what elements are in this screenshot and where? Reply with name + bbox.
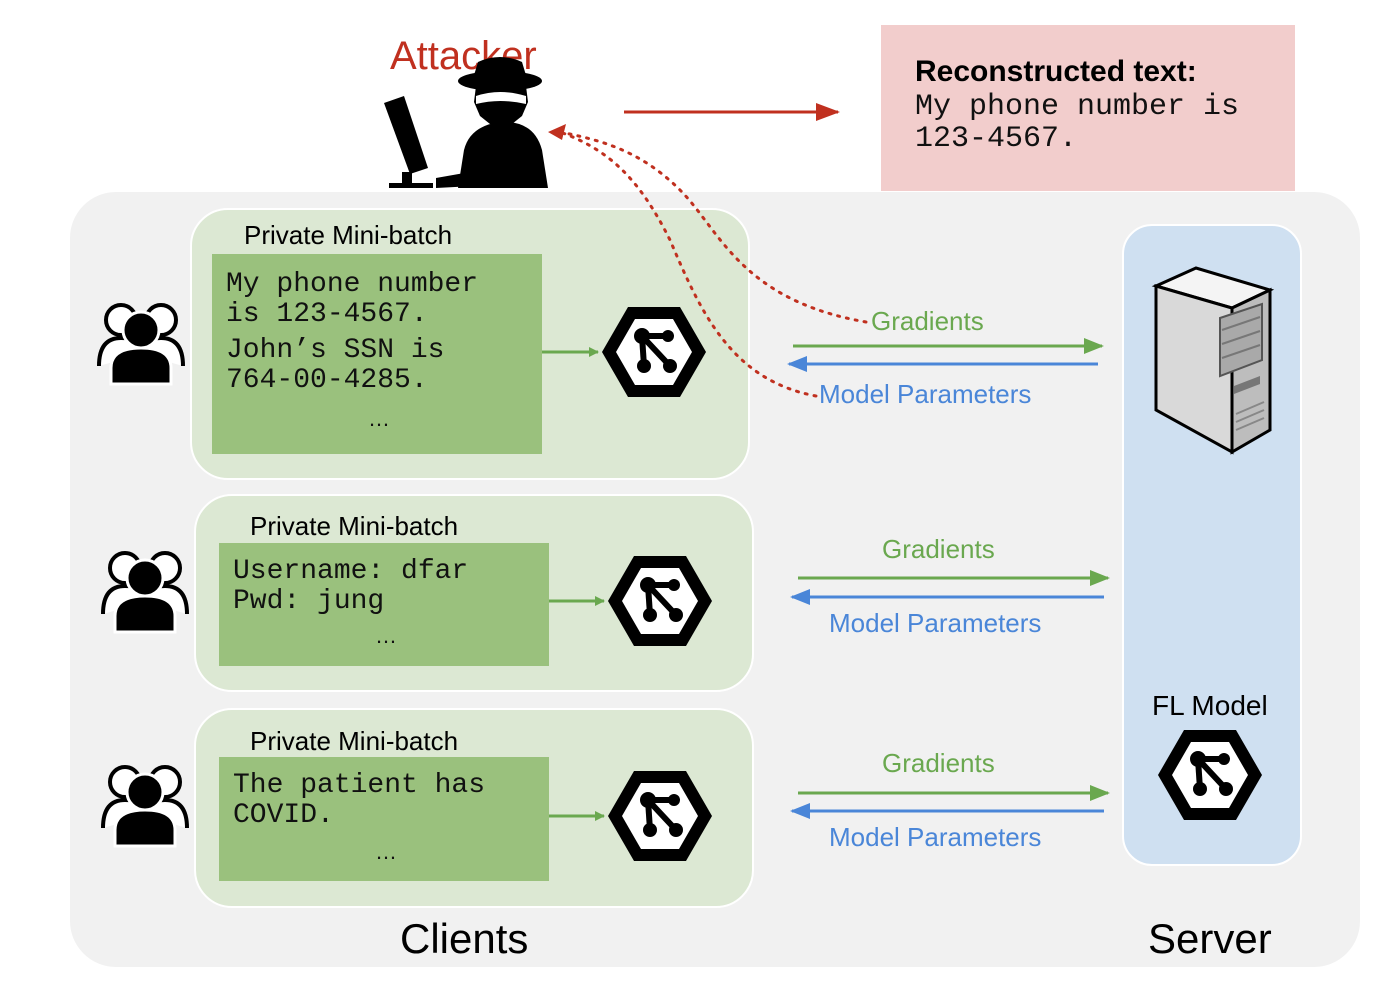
eavesdrop-lines xyxy=(558,130,868,398)
reconstructed-text: My phone number is 123-4567. xyxy=(915,91,1239,155)
server-label: Server xyxy=(1148,915,1272,962)
reconstructed-title: Reconstructed text: xyxy=(915,55,1197,88)
neural-model-icon xyxy=(608,771,712,861)
user-group-icon xyxy=(97,303,185,386)
private-mini-batch: Username: dfar Pwd: jung … xyxy=(219,543,549,666)
batch-text: Username: dfar Pwd: jung xyxy=(233,557,468,617)
fl-model-icon xyxy=(1158,730,1262,820)
neural-model-icon xyxy=(602,307,706,397)
batch-line: COVID. xyxy=(233,800,334,831)
gradients-label: Gradients xyxy=(882,534,995,564)
reconstructed-line: 123-4567. xyxy=(915,122,1078,156)
gradients-label: Gradients xyxy=(871,306,984,336)
hacker-icon xyxy=(384,57,548,188)
user-group-icon xyxy=(101,765,189,848)
gradients-label: Gradients xyxy=(882,748,995,778)
batch-line: Pwd: jung xyxy=(233,586,385,617)
batch-line: Username: dfar xyxy=(233,556,469,587)
user-group-icon xyxy=(101,551,189,634)
model-parameters-label: Model Parameters xyxy=(829,822,1042,852)
batch-line: John’s SSN is xyxy=(226,335,445,366)
model-parameters-label: Model Parameters xyxy=(819,379,1032,409)
batch-ellipsis: … xyxy=(375,623,397,648)
batch-line: The patient has xyxy=(233,770,486,801)
reconstructed-line: My phone number is xyxy=(915,90,1240,124)
neural-model-icon xyxy=(608,556,712,646)
batch-line: My phone number xyxy=(226,269,479,300)
batch-title: Private Mini-batch xyxy=(250,511,459,541)
batch-line: 764-00-4285. xyxy=(226,365,428,396)
batch-text: The patient has COVID. xyxy=(233,771,485,831)
batch-line: is 123-4567. xyxy=(226,299,428,330)
batch-text: John’s SSN is 764-00-4285. xyxy=(226,336,444,396)
batch-ellipsis: … xyxy=(375,839,397,864)
clients-label: Clients xyxy=(400,915,529,962)
fl-model-label: FL Model xyxy=(1152,690,1268,721)
model-parameters-label: Model Parameters xyxy=(829,608,1042,638)
private-mini-batch: The patient has COVID. … xyxy=(219,757,549,881)
batch-ellipsis: … xyxy=(368,406,390,431)
private-mini-batch: My phone number is 123-4567. John’s SSN … xyxy=(212,254,542,454)
batch-title: Private Mini-batch xyxy=(250,726,459,756)
batch-title: Private Mini-batch xyxy=(244,220,453,250)
reconstructed-text-box: Reconstructed text: My phone number is 1… xyxy=(881,25,1295,191)
batch-text: My phone number is 123-4567. xyxy=(226,270,478,330)
server-tower-icon xyxy=(1151,266,1275,455)
